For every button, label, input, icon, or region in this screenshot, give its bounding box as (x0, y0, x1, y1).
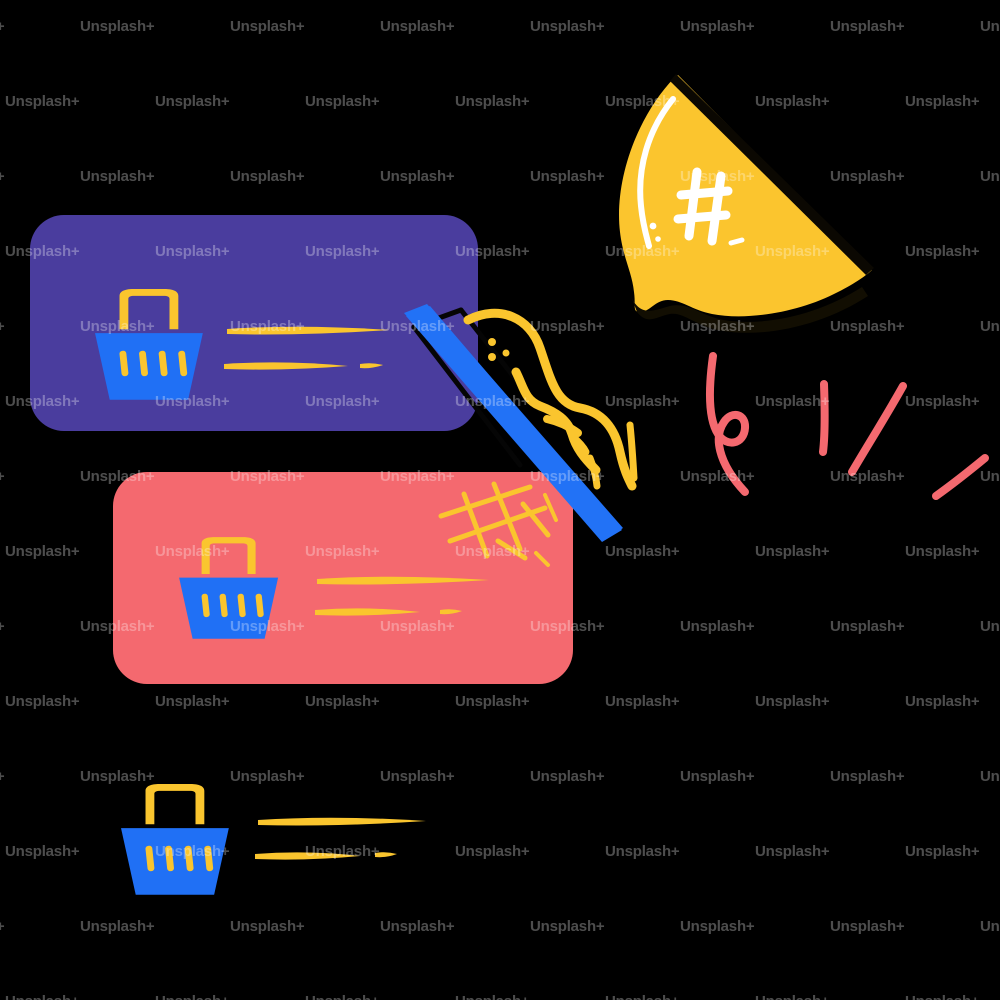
standalone-text-line-1 (258, 817, 426, 826)
pink-card-text-line-1 (317, 576, 489, 585)
pink-loop-stroke (706, 352, 749, 496)
pink-diagonal-stroke (848, 382, 907, 476)
purple-card-surface (30, 215, 478, 431)
standalone-text-line-2 (255, 852, 360, 860)
pink-marks (706, 352, 989, 500)
yellow-leaf-bottom-outline (631, 287, 868, 333)
yellow-leaf-dot-1 (649, 222, 657, 230)
pink-short-stroke (932, 454, 989, 500)
yellow-wave-stroke-4 (568, 432, 590, 456)
yellow-wave-stroke-1 (463, 308, 637, 491)
purple-card-text-line-3 (360, 363, 383, 369)
yellow-leaf-body (619, 75, 872, 317)
yellow-leaf-arc-highlight (637, 96, 676, 249)
yellow-wave-stroke-5 (586, 454, 601, 490)
yellow-leaf-shape[interactable] (619, 74, 874, 333)
yellow-wavy-scribbles (463, 308, 638, 491)
purple-card-text-line-2 (224, 362, 348, 370)
pink-card-text-line-3 (440, 609, 462, 615)
standalone-text-line-3 (375, 852, 397, 858)
purple-card-text-line-1 (227, 326, 390, 335)
standalone-basket-row[interactable] (121, 784, 426, 895)
pink-card[interactable] (113, 472, 573, 684)
yellow-dot-2 (488, 353, 496, 361)
yellow-leaf-edge-outline (670, 74, 874, 275)
pink-vertical-stroke (819, 380, 829, 456)
blue-pen-body-shaft (406, 306, 622, 542)
pink-card-crosshatch-scribble (438, 481, 558, 567)
yellow-dot-3 (502, 349, 510, 357)
yellow-wave-stroke-3 (543, 415, 582, 437)
yellow-leaf-dash (728, 237, 745, 246)
blue-pen[interactable] (404, 304, 623, 542)
yellow-leaf-dot-2 (655, 236, 661, 242)
pink-card-text-line-2 (315, 608, 420, 616)
purple-card[interactable] (30, 215, 478, 431)
yellow-wave-stroke-6 (626, 421, 638, 482)
yellow-dot-1 (488, 338, 496, 346)
hash-symbol (673, 167, 733, 246)
yellow-wave-stroke-2 (511, 367, 601, 475)
